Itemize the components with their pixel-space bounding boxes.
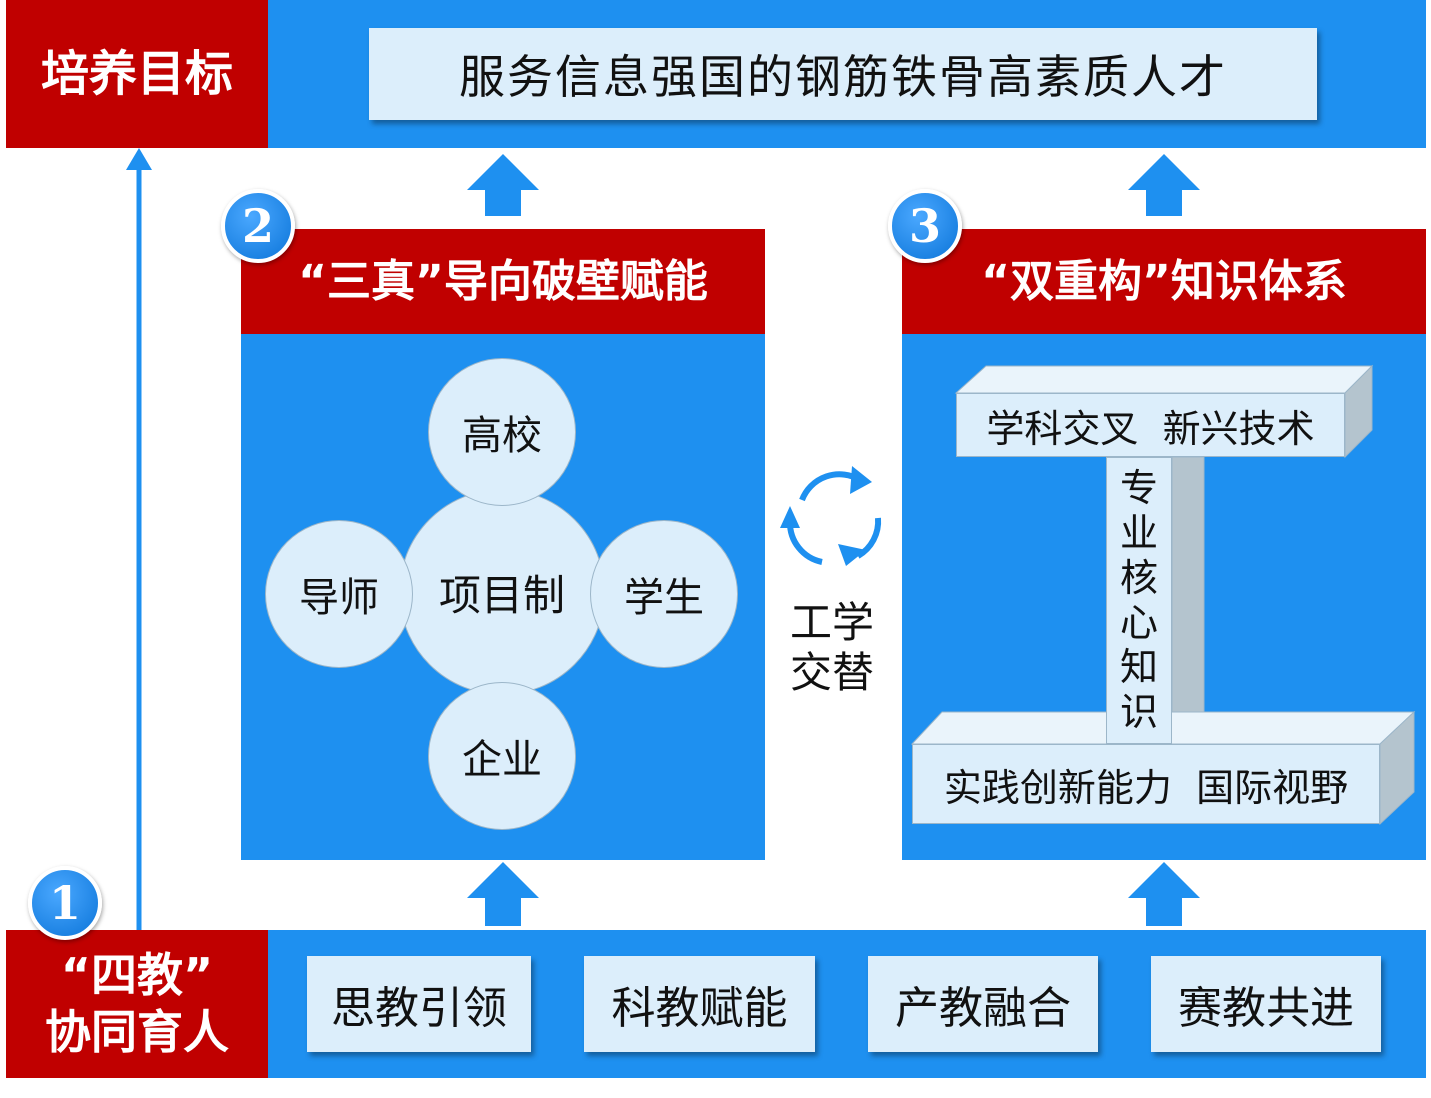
top-beam: 学科交叉 新兴技术	[956, 393, 1345, 457]
alternation-label: 工学 交替	[782, 598, 882, 699]
panel2-title: “三真”导向破壁赋能	[241, 229, 765, 334]
panel2-badge: 2	[221, 189, 295, 263]
circle-center: 项目制	[399, 489, 605, 695]
up-arrow-panel3-bottom	[1128, 862, 1200, 926]
item-text-1: 思教引领	[331, 983, 507, 1034]
cycle-icon	[786, 471, 882, 565]
alternation-line2: 交替	[789, 648, 874, 698]
left-up-arrow	[126, 148, 152, 930]
bottom-beam: 实践创新能力 国际视野	[912, 744, 1380, 824]
four-teach-line2: 协同育人	[45, 1005, 229, 1059]
circle-bottom: 企业	[428, 682, 576, 830]
goal-label: 培养目标	[6, 0, 268, 148]
core-column: 专业核心知识	[1106, 457, 1172, 744]
circle-right: 学生	[590, 520, 738, 668]
panel3-badge: 3	[888, 189, 962, 263]
panel3-title: “双重构”知识体系	[902, 229, 1426, 334]
four-teach-line1: “四教”	[60, 947, 214, 1002]
bottom-beam-text: 实践创新能力 国际视野	[943, 765, 1349, 810]
top-beam-text: 学科交叉 新兴技术	[986, 406, 1315, 451]
item-box-3: 产教融合	[868, 956, 1098, 1052]
goal-text-box: 服务信息强国的钢筋铁骨高素质人才	[369, 28, 1317, 120]
goal-text: 服务信息强国的钢筋铁骨高素质人才	[459, 50, 1227, 104]
up-arrow-panel3-top	[1128, 154, 1200, 216]
item-box-1: 思教引领	[307, 956, 531, 1052]
item-text-2: 科教赋能	[611, 983, 788, 1034]
up-arrow-panel2-top	[467, 154, 539, 216]
circle-top: 高校	[428, 358, 576, 506]
item-text-4: 赛教共进	[1178, 983, 1354, 1034]
four-teach-label: “四教” 协同育人	[6, 930, 268, 1078]
item-box-2: 科教赋能	[584, 956, 815, 1052]
up-arrow-panel2-bottom	[467, 862, 539, 926]
core-column-text: 专业核心知识	[1119, 466, 1158, 735]
item-box-4: 赛教共进	[1151, 956, 1381, 1052]
alternation-line1: 工学	[789, 598, 874, 647]
circle-left: 导师	[265, 520, 413, 668]
bottom-badge: 1	[28, 866, 102, 940]
item-text-3: 产教融合	[895, 983, 1071, 1034]
